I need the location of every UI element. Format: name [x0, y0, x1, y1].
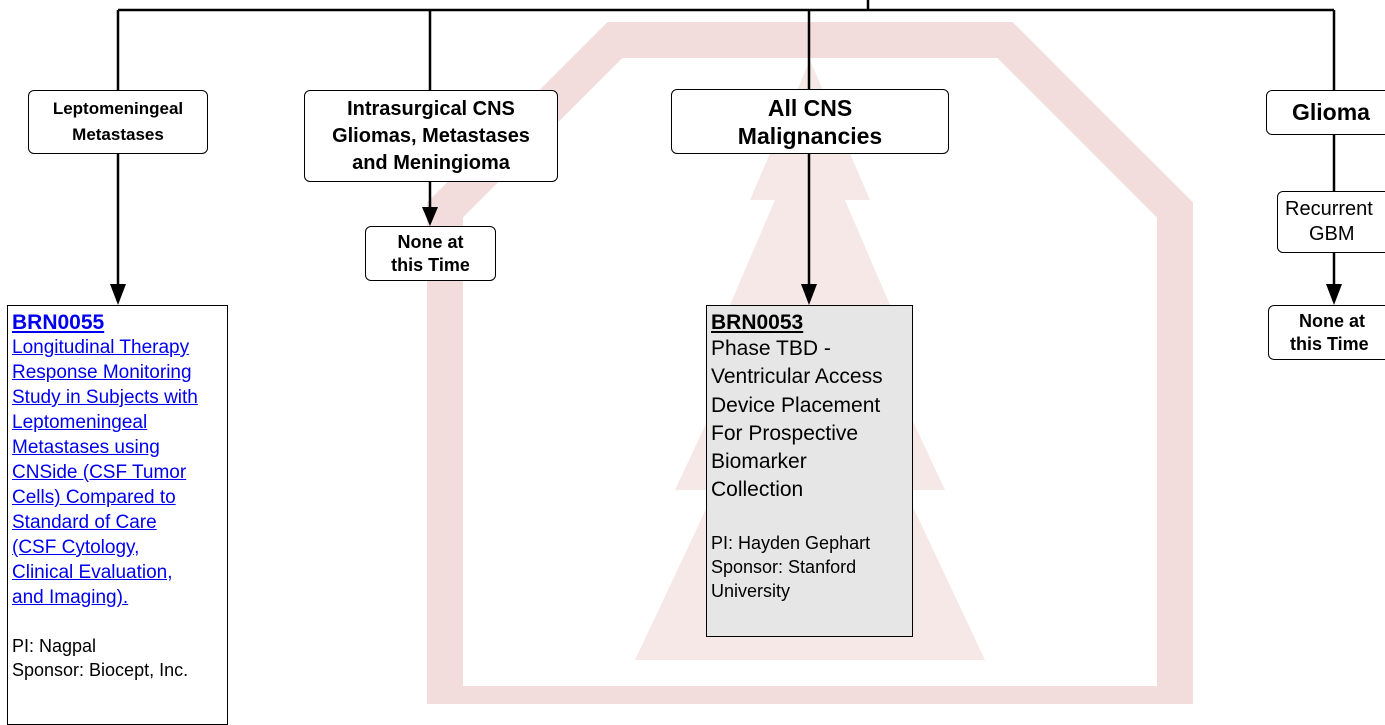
- trial-title-line: Collection: [711, 478, 804, 502]
- title-line: and Imaging).: [12, 587, 129, 608]
- title-line: Standard of Care: [12, 512, 157, 533]
- node-none-at-this-time-intrasurgical: None at this Time: [365, 226, 496, 281]
- node-all-cns-malignancies: All CNS Malignancies: [671, 89, 949, 154]
- title-line: Study in Subjects with: [12, 387, 198, 408]
- trial-box-brn0055: BRN0055 Longitudinal Therapy Response Mo…: [7, 305, 228, 725]
- node-none-at-this-time-glioma: None at this Time: [1268, 305, 1385, 360]
- trial-pi: PI: Nagpal: [12, 636, 97, 656]
- title-line: Longitudinal Therapy: [12, 337, 190, 358]
- node-label-line: and Meningioma: [352, 151, 510, 174]
- node-label-line: this Time: [1290, 333, 1369, 354]
- trial-title-line: Device Placement: [711, 393, 881, 417]
- node-label-line: Leptomeningeal: [52, 99, 184, 118]
- trial-pi: PI: Hayden Gephart: [711, 532, 871, 553]
- trial-title-line: Ventricular Access: [711, 365, 883, 389]
- node-leptomeningeal-metastases: Leptomeningeal Metastases: [28, 90, 208, 154]
- node-label: Glioma: [1292, 99, 1370, 125]
- title-line: Clinical Evaluation,: [12, 562, 173, 583]
- watermark-octagon: [427, 22, 1193, 704]
- node-label-line: Gliomas, Metastases: [332, 124, 530, 147]
- node-label-line: this Time: [391, 254, 470, 275]
- node-label-line: GBM: [1309, 223, 1355, 245]
- trial-code-link[interactable]: BRN0055: [12, 311, 105, 334]
- trial-sponsor: Sponsor: Biocept, Inc.: [12, 660, 189, 680]
- trial-code: BRN0053: [711, 311, 804, 334]
- trial-title-line: Biomarker: [711, 450, 807, 474]
- trial-box-brn0053: BRN0053 Phase TBD - Ventricular Access D…: [706, 305, 913, 637]
- connector-lines: [110, 0, 1342, 305]
- node-label-line: Recurrent: [1285, 198, 1373, 220]
- title-line: Cells) Compared to: [12, 487, 176, 508]
- arrowhead: [422, 207, 438, 226]
- title-line: Leptomeningeal: [12, 412, 148, 433]
- trial-sponsor: Sponsor: Stanford: [711, 556, 857, 577]
- node-glioma: Glioma: [1266, 90, 1385, 135]
- arrowhead: [1326, 284, 1342, 305]
- node-label-line: None at: [1299, 310, 1366, 331]
- arrowhead: [801, 284, 817, 305]
- node-label-line: All CNS: [767, 94, 853, 121]
- title-line: CNSide (CSF Tumor: [12, 462, 187, 483]
- title-line: (CSF Cytology,: [12, 537, 140, 558]
- node-label-line: Metastases: [72, 125, 164, 144]
- node-intrasurgical-cns: Intrasurgical CNS Gliomas, Metastases an…: [304, 90, 558, 182]
- title-line: Metastases using: [12, 437, 160, 458]
- arrowhead: [110, 284, 126, 305]
- node-label-line: None at: [397, 231, 464, 252]
- trial-sponsor: University: [711, 580, 791, 601]
- trial-title-line: For Prospective: [711, 421, 859, 445]
- node-recurrent-gbm: Recurrent GBM: [1277, 191, 1385, 253]
- trial-title-link[interactable]: Longitudinal Therapy Response Monitoring…: [12, 335, 223, 610]
- trial-title-line: Phase TBD -: [711, 337, 831, 360]
- node-label-line: Intrasurgical CNS: [347, 97, 515, 120]
- node-label-line: Malignancies: [737, 122, 883, 149]
- title-line: Response Monitoring: [12, 362, 192, 383]
